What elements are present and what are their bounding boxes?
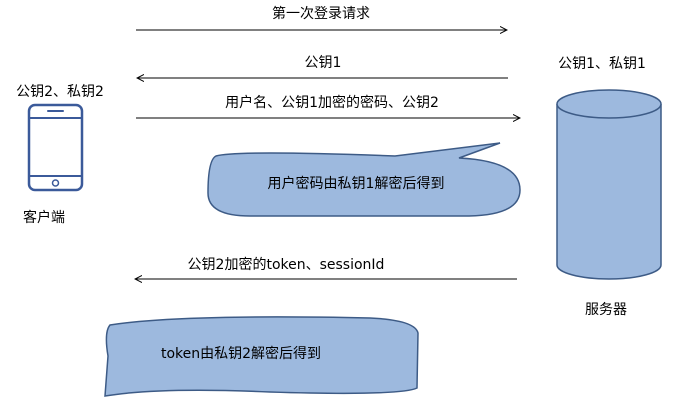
server-name-label: 服务器: [585, 302, 627, 318]
callout-server-decrypt-shape: [207, 142, 521, 217]
phone-icon: [27, 103, 84, 192]
client-keys-label: 公钥2、私钥2: [16, 84, 104, 100]
message-server-reply-label: 公钥2加密的token、sessionId: [187, 257, 385, 273]
client-name-label: 客户端: [23, 210, 65, 226]
message-client-send-label: 用户名、公钥1加密的密码、公钥2: [225, 95, 439, 111]
callout-client-decrypt-text: token由私钥2解密后得到: [160, 346, 322, 362]
callout-server-decrypt-text: 用户密码由私钥1解密后得到: [267, 176, 445, 192]
callout-client-decrypt-shape: [104, 316, 419, 397]
server-keys-label: 公钥1、私钥1: [558, 56, 646, 72]
message-server-public-key-label: 公钥1: [304, 55, 342, 71]
message-first-request-label: 第一次登录请求: [272, 6, 370, 22]
server-cylinder-icon: [556, 89, 662, 280]
